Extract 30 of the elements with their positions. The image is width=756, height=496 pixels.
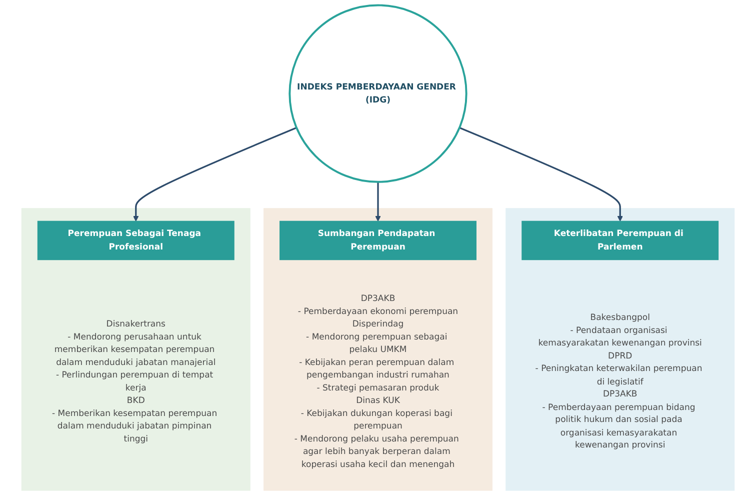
node-label: - Mendorong pelaku usaha perempuan agar lebih banyak berperan dalam koperasi usaha kecil dan menengah (294, 434, 459, 470)
node-label: - Pemberdayaan perempuan bidang politik hukum dan sosial pada organisasi kemasyarakatan kewenangan provinsi (542, 402, 696, 450)
node-label: BKD (126, 396, 145, 406)
node-label: - Pendataan organisasi kemasyarakatan kewenangan provinsi (538, 326, 702, 348)
node-label: - Peningkatan keterwakilan perempuan di legislatif (535, 364, 702, 387)
node-label: - Kebijakan peran perempuan dalam pengembangan industri rumahan (299, 358, 454, 380)
node-label: - Kebijakan dukungan koperasi bagi perempuan (300, 408, 452, 432)
cluster (506, 208, 735, 491)
node-box: Sumbangan Pendapatan Perempuan (280, 220, 476, 260)
arrow (459, 126, 623, 222)
node-label: DPRD (608, 351, 632, 362)
node-label: - Pemberdayaan ekonomi perempuan (298, 306, 458, 316)
node-label: - Mendorong perempuan sebagai pelaku UMKM (306, 332, 448, 355)
node-box: Perempuan Sebagai Tenaga Profesional (37, 220, 234, 260)
node-label: DP3AKB (602, 390, 638, 400)
arrow (133, 126, 297, 222)
node-label: Bakesbangpol (590, 312, 650, 323)
cluster (264, 208, 492, 491)
arrow (375, 182, 381, 222)
node-label: Disnakertrans (106, 319, 166, 330)
node-label: Disperindag (352, 319, 404, 330)
node-label: - Perlindungan perempuan di tempat kerja (56, 370, 214, 393)
node-label: - Strategi pemasaran produk (316, 383, 440, 393)
node-label: Dinas KUK (356, 396, 400, 406)
cluster (21, 208, 250, 491)
node-label: - Memberikan kesempatan perempuan dalam menduduki jabatan pimpinan tinggi (52, 408, 218, 444)
node-label: DP3AKB (360, 294, 396, 304)
node-label: - Mendorong perusahaan untuk memberikan kesempatan perempuan dalam menduduki jabatan manajerial (54, 332, 216, 368)
node-circle: INDEKS PEMBERDAYAAN GENDER (IDG) (288, 4, 468, 183)
node-box: Keterlibatan Perempuan di Parlemen (522, 220, 719, 260)
